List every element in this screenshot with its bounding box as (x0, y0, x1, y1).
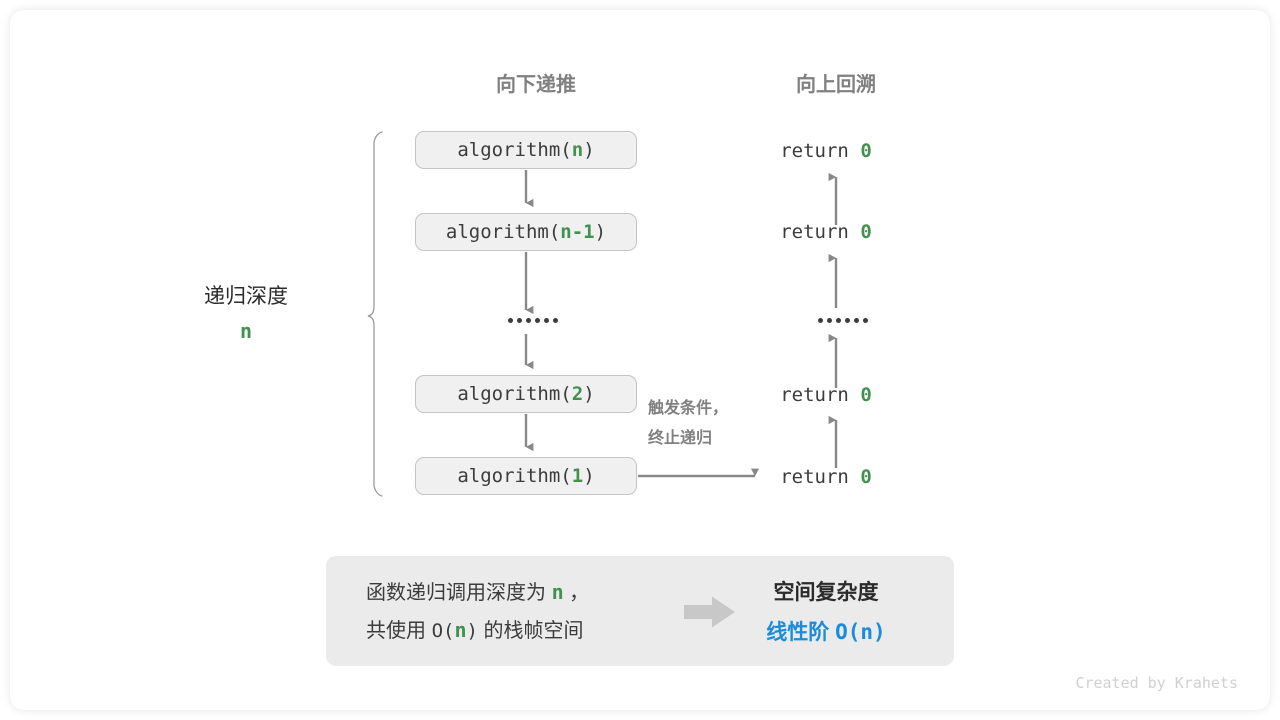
summary-line1-prefix: 函数递归调用深度为 (366, 582, 546, 604)
column-header-downward: 向下递推 (496, 74, 576, 96)
return-value: 0 (860, 466, 872, 488)
return-label-2: return 0 (726, 221, 926, 243)
trigger-line-1: 触发条件， (648, 400, 729, 417)
trigger-annotation: 触发条件， 终止递归 (648, 394, 728, 453)
right-column-ellipsis-icon (818, 318, 868, 323)
return-keyword: return (780, 466, 849, 488)
call-box-n-minus-1[interactable]: algorithm(n-1) (415, 213, 637, 251)
summary-line2-suffix: 的栈帧空间 (483, 620, 584, 642)
credit-text: Created by Krahets (1075, 674, 1238, 692)
summary-complexity-expr: O(n) (835, 619, 886, 644)
summary-line1-n: n (551, 580, 564, 604)
call-box-2[interactable]: algorithm(2) (415, 375, 637, 413)
block-arrow-right-icon (684, 596, 735, 628)
summary-complexity-value: 线性阶 O(n) (726, 613, 926, 653)
call-box-arg: n-1 (560, 221, 595, 243)
call-box-1[interactable]: algorithm(1) (415, 457, 637, 495)
summary-complexity-label: 线性阶 (766, 620, 830, 644)
call-box-name: algorithm( (457, 139, 572, 161)
summary-line2-o: O( (431, 620, 455, 642)
return-value: 0 (860, 221, 872, 243)
recursion-depth-text: 递归深度 (204, 285, 288, 308)
call-box-close: ) (583, 383, 595, 405)
summary-complexity-title: 空间复杂度 (773, 581, 879, 604)
summary-left-text: 函数递归调用深度为 n ， 共使用 O(n) 的栈帧空间 (366, 574, 589, 650)
call-box-arg: 2 (571, 383, 584, 405)
recursion-depth-label: 递归深度 n (166, 280, 326, 349)
summary-line2-n: n (454, 618, 467, 642)
left-column-ellipsis-icon (508, 318, 558, 323)
return-label-4: return 0 (726, 466, 926, 488)
return-value: 0 (860, 140, 872, 162)
return-keyword: return (780, 140, 849, 162)
return-label-1: return 0 (726, 140, 926, 162)
summary-right-text: 空间复杂度 线性阶 O(n) (726, 574, 926, 653)
return-value: 0 (860, 384, 872, 406)
call-box-name: algorithm( (445, 221, 561, 243)
return-keyword: return (780, 384, 849, 406)
diagram-card: 向下递推 向上回溯 递归深度 n algorithm(n) algorithm(… (10, 10, 1270, 710)
return-keyword: return (780, 221, 849, 243)
summary-line2-close: ) (466, 620, 478, 642)
call-box-name: algorithm( (457, 383, 572, 405)
call-box-name: algorithm( (457, 465, 572, 487)
summary-box: 函数递归调用深度为 n ， 共使用 O(n) 的栈帧空间 空间复杂度 线性阶 O… (326, 556, 954, 666)
return-label-3: return 0 (726, 384, 926, 406)
call-box-close: ) (583, 465, 595, 487)
summary-line2-prefix: 共使用 (366, 620, 426, 642)
call-box-n[interactable]: algorithm(n) (415, 131, 637, 169)
summary-line1-suffix: ， (569, 582, 590, 604)
column-header-upward: 向上回溯 (796, 74, 876, 96)
call-box-arg: n (571, 139, 584, 161)
trigger-line-2: 终止递归 (648, 429, 713, 447)
call-box-close: ) (583, 139, 595, 161)
call-box-arg: 1 (571, 465, 584, 487)
recursion-depth-brace-icon (367, 131, 383, 497)
recursion-depth-value: n (239, 318, 253, 343)
call-box-close: ) (594, 221, 607, 243)
